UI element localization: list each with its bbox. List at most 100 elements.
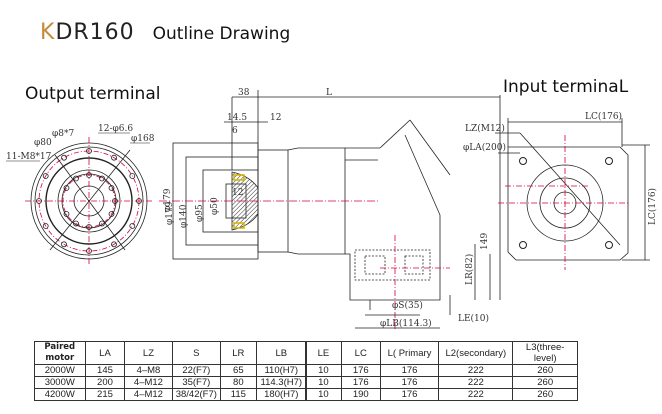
- label-d168: φ168: [131, 134, 155, 144]
- label-LB: φLB(114.3): [380, 318, 432, 329]
- table-cell: 110(H7): [255, 364, 308, 377]
- table-cell: 176: [379, 388, 440, 401]
- label-149: 149: [480, 233, 490, 250]
- input-mount-hole: [519, 241, 527, 249]
- table-cell: 260: [512, 364, 578, 377]
- table-cell: 22(F7): [171, 364, 222, 377]
- label-12-key: 12: [232, 188, 243, 198]
- bolt-top: [233, 174, 245, 181]
- threaded-hole: [73, 175, 79, 182]
- outer-mount-hole: [86, 148, 92, 154]
- side-bolts: [233, 174, 245, 229]
- table-cell: 180(H7): [255, 388, 308, 401]
- threaded-hole: [63, 211, 70, 217]
- label-d179-side: φ179: [165, 201, 175, 225]
- table-cell: 2000W: [34, 364, 86, 377]
- table-cell: 35(F7): [171, 376, 222, 389]
- table-cell: 190: [340, 388, 381, 401]
- right-angle-housing: [345, 215, 441, 301]
- table-header-cell: LA: [84, 341, 126, 365]
- brand-initial: K: [40, 20, 56, 45]
- table-cell: 4–M12: [124, 388, 173, 401]
- table-cell: 260: [512, 388, 578, 401]
- table-cell: 222: [438, 376, 514, 389]
- input-terminal-label: Input terminaL: [503, 77, 629, 97]
- outer-mount-hole: [86, 248, 92, 254]
- table-cell: 4–M8: [124, 364, 173, 377]
- table-cell: 176: [379, 376, 440, 389]
- table-header-cell: LZ: [124, 341, 173, 365]
- label-threaded-holes: 11-M8*17: [6, 152, 52, 162]
- input-mount-hole: [519, 157, 527, 165]
- table-header-cell: LR: [220, 341, 257, 365]
- input-mount-hole: [605, 241, 613, 249]
- side-view: [159, 90, 501, 330]
- label-LC-side: LC(176): [647, 188, 658, 225]
- label-d50: φ50: [210, 197, 220, 215]
- label-LE: LE(10): [458, 313, 489, 324]
- label-d95: φ95: [195, 204, 205, 222]
- table-cell: 4–M12: [124, 376, 173, 389]
- table-cell: 3000W: [34, 376, 86, 389]
- table-cell: 176: [340, 364, 381, 377]
- outer-mount-hole: [129, 223, 136, 229]
- outer-mount-hole: [36, 198, 42, 204]
- threaded-hole: [73, 220, 79, 227]
- label-d179-face: φ179: [163, 188, 173, 212]
- subtitle: Outline Drawing: [152, 24, 291, 44]
- output-face-holes: [36, 148, 142, 254]
- table-cell: 10: [305, 364, 342, 377]
- label-12-holes: 12-φ6.6: [98, 124, 133, 134]
- table-header-cell: LB: [255, 341, 308, 365]
- table-cell: 215: [84, 388, 126, 401]
- bolt-bottom: [233, 222, 245, 229]
- table-cell: 115: [220, 388, 257, 401]
- brand-rest: DR160: [55, 20, 135, 45]
- table-cell: 222: [438, 388, 514, 401]
- output-terminal-label: Output terminal: [25, 84, 161, 104]
- threaded-hole: [99, 220, 105, 227]
- drawing-title: KDR160 Outline Drawing: [40, 20, 290, 50]
- outer-mount-hole: [42, 173, 49, 179]
- leader-168: [49, 149, 131, 251]
- outer-mount-hole: [136, 198, 142, 204]
- label-d140: φ140: [179, 204, 189, 228]
- model-name: KDR160: [40, 20, 135, 45]
- label-38: 38: [238, 88, 250, 98]
- table-cell: 222: [438, 364, 514, 377]
- label-14-5: 14.5: [227, 113, 247, 123]
- label-pin: φ8*7: [52, 129, 75, 139]
- table-cell: 10: [305, 388, 342, 401]
- input-mount-hole: [605, 157, 613, 165]
- outer-mount-hole: [61, 241, 67, 248]
- table-cell: 65: [220, 364, 257, 377]
- table-header-cell: L( Primary: [379, 341, 440, 365]
- threaded-hole: [108, 185, 115, 191]
- table-header-cell: L2(secondary): [438, 341, 514, 365]
- table-cell: 260: [512, 376, 578, 389]
- label-LA: φLA(200): [463, 142, 506, 153]
- input-square-flange: [507, 146, 629, 261]
- table-header-cell: Paired motor: [34, 341, 86, 365]
- threaded-hole: [63, 185, 70, 191]
- threaded-hole: [86, 224, 92, 230]
- label-L: L: [326, 88, 332, 98]
- table-header-cell: LC: [340, 341, 381, 365]
- table-cell: 10: [305, 376, 342, 389]
- threaded-hole: [112, 198, 118, 204]
- input-face-labels: LC(176) LC(176) LZ(M12) φLA(200): [463, 111, 658, 225]
- table-cell: 176: [340, 376, 381, 389]
- leader-80: [54, 154, 126, 251]
- table-header-cell: L3(three-level): [512, 341, 578, 365]
- label-12-top: 12: [270, 113, 281, 123]
- label-6: 6: [232, 126, 238, 136]
- label-LC-top: LC(176): [585, 111, 622, 122]
- table-cell: 80: [220, 376, 257, 389]
